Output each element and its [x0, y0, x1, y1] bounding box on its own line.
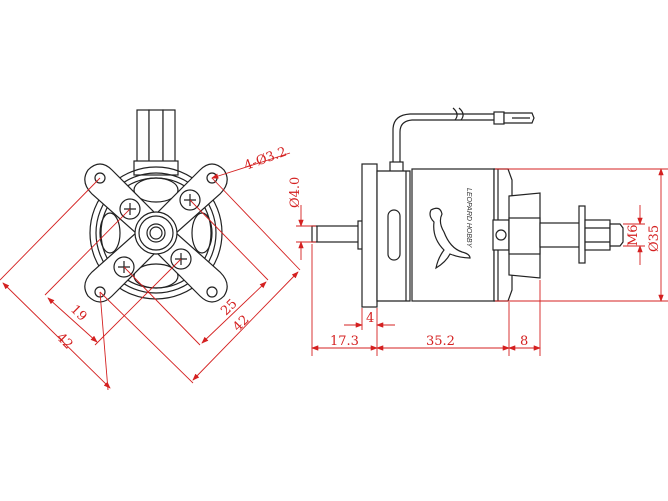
wire-connector	[133, 109, 179, 176]
rear-shaft	[311, 225, 360, 243]
logo-text: LEOPARD HOBBY	[465, 188, 472, 249]
shaft-diameter-label: Ø4.0	[288, 177, 303, 208]
thread-label: M6	[626, 224, 641, 246]
thread-end	[609, 223, 624, 247]
mount-hole	[94, 172, 106, 184]
mount-plate	[361, 163, 378, 308]
dim-inner-right: 25	[218, 297, 240, 319]
leopard-logo: LEOPARD HOBBY	[429, 188, 472, 270]
hole-spec-label: 4-Ø3.2	[242, 145, 288, 174]
adapter-length-label: 8	[520, 334, 528, 349]
rear-housing	[376, 170, 411, 302]
body-length-label: 35.2	[426, 334, 455, 349]
dim-outer-left: 42	[53, 330, 75, 352]
mount-thickness-label: 4	[366, 311, 374, 326]
shaft-length-label: 17.3	[330, 334, 359, 349]
prop-shaft	[539, 222, 581, 248]
dim-inner-left: 19	[67, 302, 89, 324]
body-diameter-label: Ø35	[647, 225, 662, 252]
front-dimensions: 4-Ø3.2 42 19 25 42	[0, 145, 301, 391]
motor-can	[411, 168, 495, 302]
side-view: LEOPARD HOBBY Ø4.0 Ø35	[288, 107, 668, 356]
shaft-end	[146, 223, 166, 243]
lead-wire	[389, 107, 535, 173]
hub	[134, 211, 178, 255]
washer	[578, 205, 586, 264]
dim-outer-right: 42	[230, 313, 252, 335]
nut	[584, 219, 611, 251]
side-dimensions: Ø4.0 Ø35 M6 4 17.3 35.2	[288, 168, 668, 356]
front-view: 4-Ø3.2 42 19 25 42	[0, 109, 301, 391]
